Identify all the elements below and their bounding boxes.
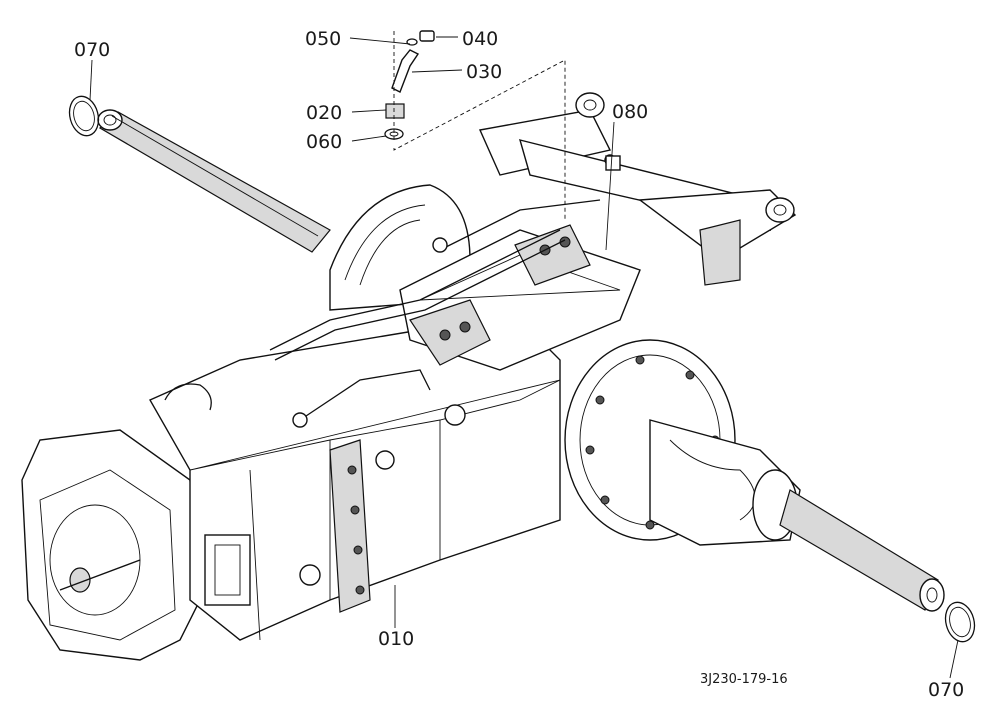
label-030: 030 [466,61,502,83]
label-020: 020 [306,102,342,124]
circlip-right [944,601,976,643]
leader-lines [89,36,959,679]
right-axle-housing [564,339,801,546]
label-040: 040 [462,28,498,50]
transmission-case [21,319,561,661]
label-070-right: 070 [928,679,964,701]
left-axle-shaft [97,109,331,253]
label-050: 050 [305,28,341,50]
reference-code: 3J230-179-16 [700,672,788,687]
circlip-left [68,95,100,137]
label-010: 010 [378,628,414,650]
hydraulic-lift-unit [164,92,797,428]
label-080: 080 [612,101,648,123]
label-060: 060 [306,131,342,153]
hose-fittings [384,30,621,220]
label-070-left: 070 [74,39,110,61]
right-axle-shaft [779,489,945,612]
